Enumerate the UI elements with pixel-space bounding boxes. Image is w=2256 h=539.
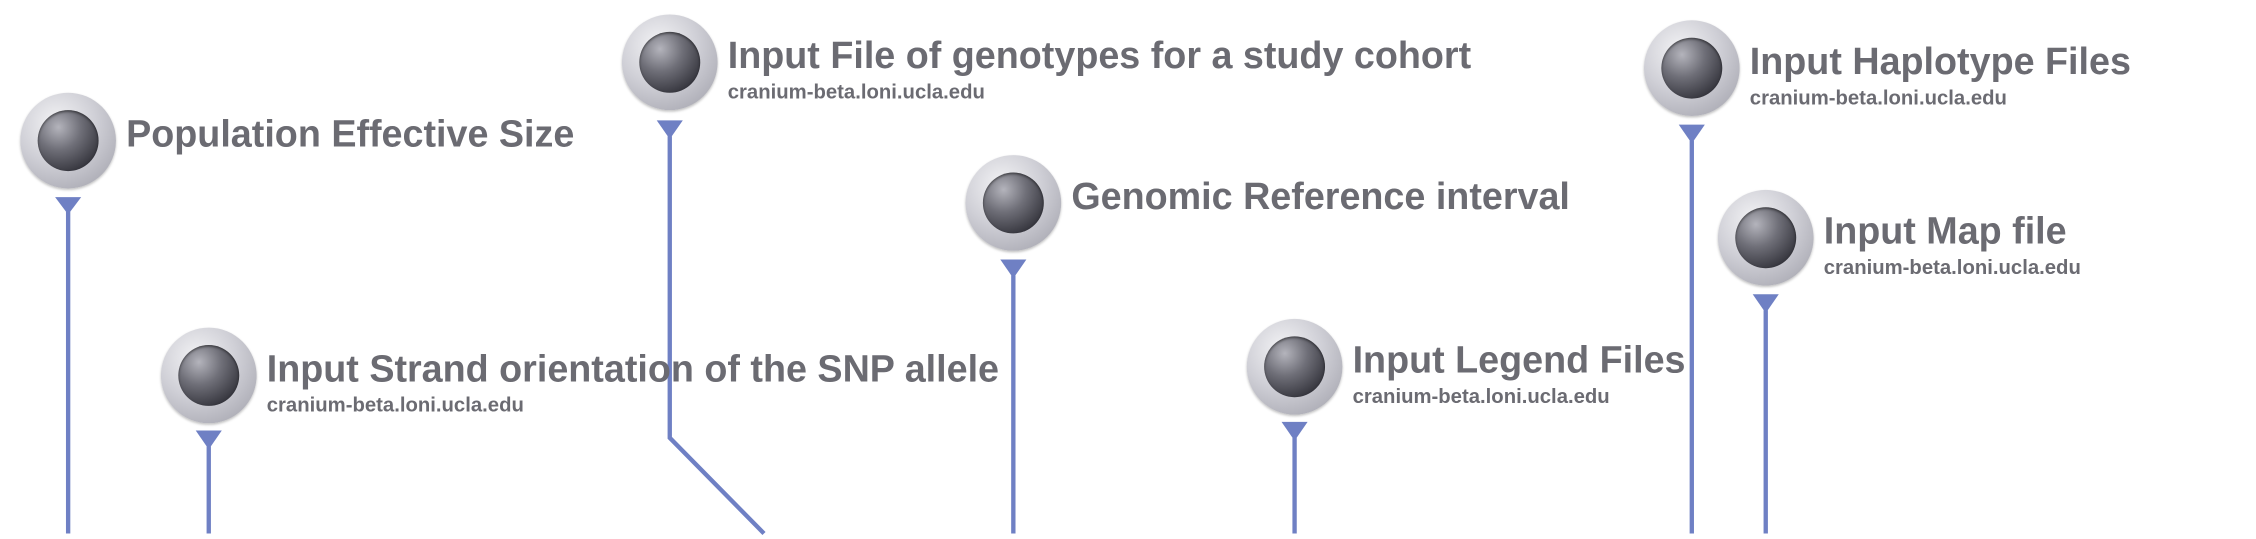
- module-circle-icon[interactable]: [965, 155, 1062, 251]
- node-title: Input Legend Files: [1352, 337, 1686, 382]
- module-circle-icon[interactable]: [1246, 318, 1343, 415]
- node-input-legend-files[interactable]: Input Legend Files cranium-beta.loni.ucl…: [1246, 318, 1686, 415]
- node-input-file-genotypes[interactable]: Input File of genotypes for a study coho…: [621, 14, 1471, 111]
- node-labels: Genomic Reference interval: [1071, 174, 1570, 217]
- module-circle-icon[interactable]: [1717, 189, 1814, 286]
- output-port-input-legend-files[interactable]: [1281, 421, 1308, 441]
- node-server: cranium-beta.loni.ucla.edu: [1352, 384, 1610, 408]
- node-labels: Population Effective Size: [126, 112, 574, 155]
- node-server: cranium-beta.loni.ucla.edu: [1749, 85, 2007, 109]
- output-port-input-map-file[interactable]: [1752, 294, 1779, 314]
- node-title: Input File of genotypes for a study coho…: [727, 33, 1472, 77]
- module-circle-icon[interactable]: [621, 14, 718, 111]
- node-input-strand-orientation[interactable]: Input Strand orientation of the SNP alle…: [160, 327, 999, 424]
- node-labels: Input Haplotype Files cranium-beta.loni.…: [1750, 39, 2131, 111]
- output-port-population-effective-size[interactable]: [55, 197, 82, 215]
- node-population-effective-size[interactable]: Population Effective Size: [20, 92, 574, 189]
- node-title: Genomic Reference interval: [1071, 173, 1570, 218]
- node-input-haplotype-files[interactable]: Input Haplotype Files cranium-beta.loni.…: [1643, 20, 2131, 116]
- module-circle-icon[interactable]: [20, 92, 116, 189]
- output-port-input-haplotype-files[interactable]: [1678, 124, 1705, 144]
- node-labels: Input File of genotypes for a study coho…: [728, 33, 1471, 105]
- wire-input-file-genotypes[interactable]: [667, 136, 766, 536]
- output-port-genomic-reference-interval[interactable]: [1000, 259, 1027, 279]
- output-port-input-file-genotypes[interactable]: [656, 120, 683, 140]
- node-labels: Input Map file cranium-beta.loni.ucla.ed…: [1824, 209, 2081, 281]
- node-title: Input Haplotype Files: [1749, 39, 2131, 83]
- node-genomic-reference-interval[interactable]: Genomic Reference interval: [965, 155, 1570, 251]
- node-server: cranium-beta.loni.ucla.edu: [1823, 255, 2081, 279]
- node-title: Population Effective Size: [126, 111, 575, 156]
- module-circle-icon[interactable]: [160, 327, 257, 424]
- node-labels: Input Strand orientation of the SNP alle…: [267, 346, 999, 418]
- node-server: cranium-beta.loni.ucla.edu: [727, 79, 985, 103]
- node-server: cranium-beta.loni.ucla.edu: [266, 392, 524, 417]
- module-circle-icon[interactable]: [1643, 20, 1740, 116]
- node-title: Input Strand orientation of the SNP alle…: [266, 346, 1000, 390]
- node-labels: Input Legend Files cranium-beta.loni.ucl…: [1353, 338, 1686, 410]
- node-input-map-file[interactable]: Input Map file cranium-beta.loni.ucla.ed…: [1717, 189, 2081, 286]
- output-port-input-strand-orientation[interactable]: [195, 430, 222, 450]
- node-title: Input Map file: [1823, 208, 2067, 253]
